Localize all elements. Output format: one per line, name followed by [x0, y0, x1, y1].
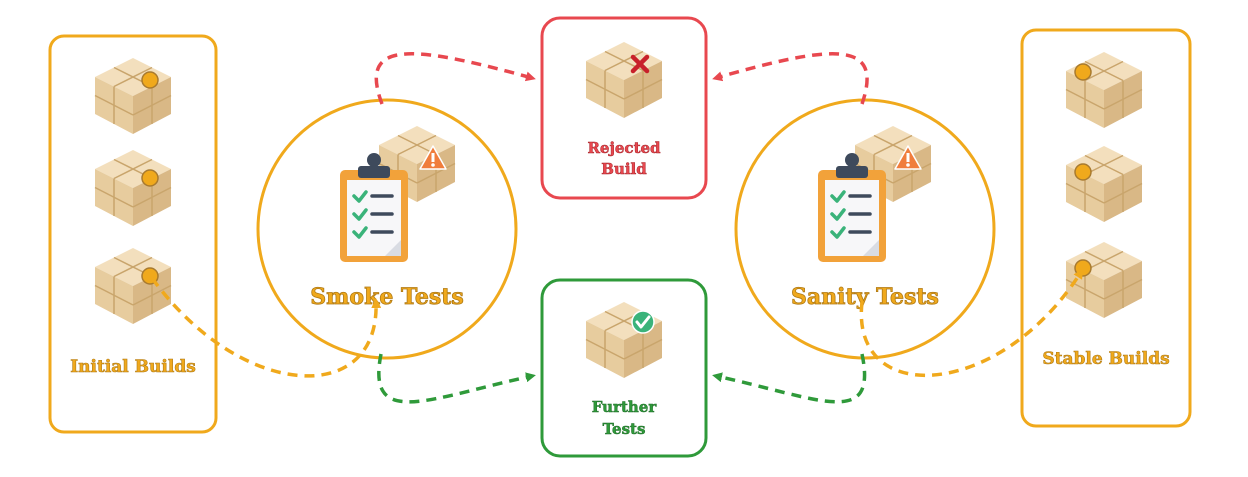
sanity-to-further-arrow	[712, 353, 867, 404]
build-marker-icon	[141, 71, 159, 89]
stable-builds-panel: Stable Builds	[1020, 28, 1192, 428]
rejected-label-line1: Rejected	[587, 139, 661, 157]
sanity-to-stable-arrow	[859, 268, 1084, 377]
initial-build-box-2	[94, 149, 172, 227]
sanity-tests-node: Sanity Tests	[734, 98, 996, 360]
check-badge-icon	[631, 310, 655, 334]
further-tests-panel: Further Tests	[540, 278, 708, 458]
build-marker-icon	[1074, 163, 1092, 181]
initial-builds-panel: Initial Builds	[48, 34, 218, 434]
initial-build-box-1	[94, 57, 172, 135]
x-mark-icon	[630, 54, 650, 74]
further-label-line1: Further	[592, 398, 658, 416]
build-marker-icon	[1074, 259, 1092, 277]
connectors	[150, 52, 1084, 404]
sanity-tests-label: Sanity Tests	[791, 284, 939, 310]
smoke-to-further-arrow	[377, 353, 536, 404]
stable-builds-label: Stable Builds	[1042, 349, 1169, 369]
stable-build-box-2	[1065, 145, 1143, 223]
build-marker-icon	[141, 169, 159, 187]
further-label-line2: Tests	[603, 420, 646, 438]
sanity-to-rejected-arrow	[712, 52, 869, 105]
rejected-build-panel: Rejected Build	[540, 16, 708, 200]
initial-builds-label: Initial Builds	[70, 357, 196, 377]
smoke-tests-label: Smoke Tests	[310, 284, 464, 310]
smoke-tests-node: Smoke Tests	[256, 98, 518, 360]
stable-build-box-1	[1065, 51, 1143, 129]
build-marker-icon	[1074, 63, 1092, 81]
smoke-to-rejected-arrow	[374, 52, 536, 105]
initial-to-smoke-arrow	[150, 276, 382, 378]
rejected-label-line2: Build	[601, 160, 647, 178]
